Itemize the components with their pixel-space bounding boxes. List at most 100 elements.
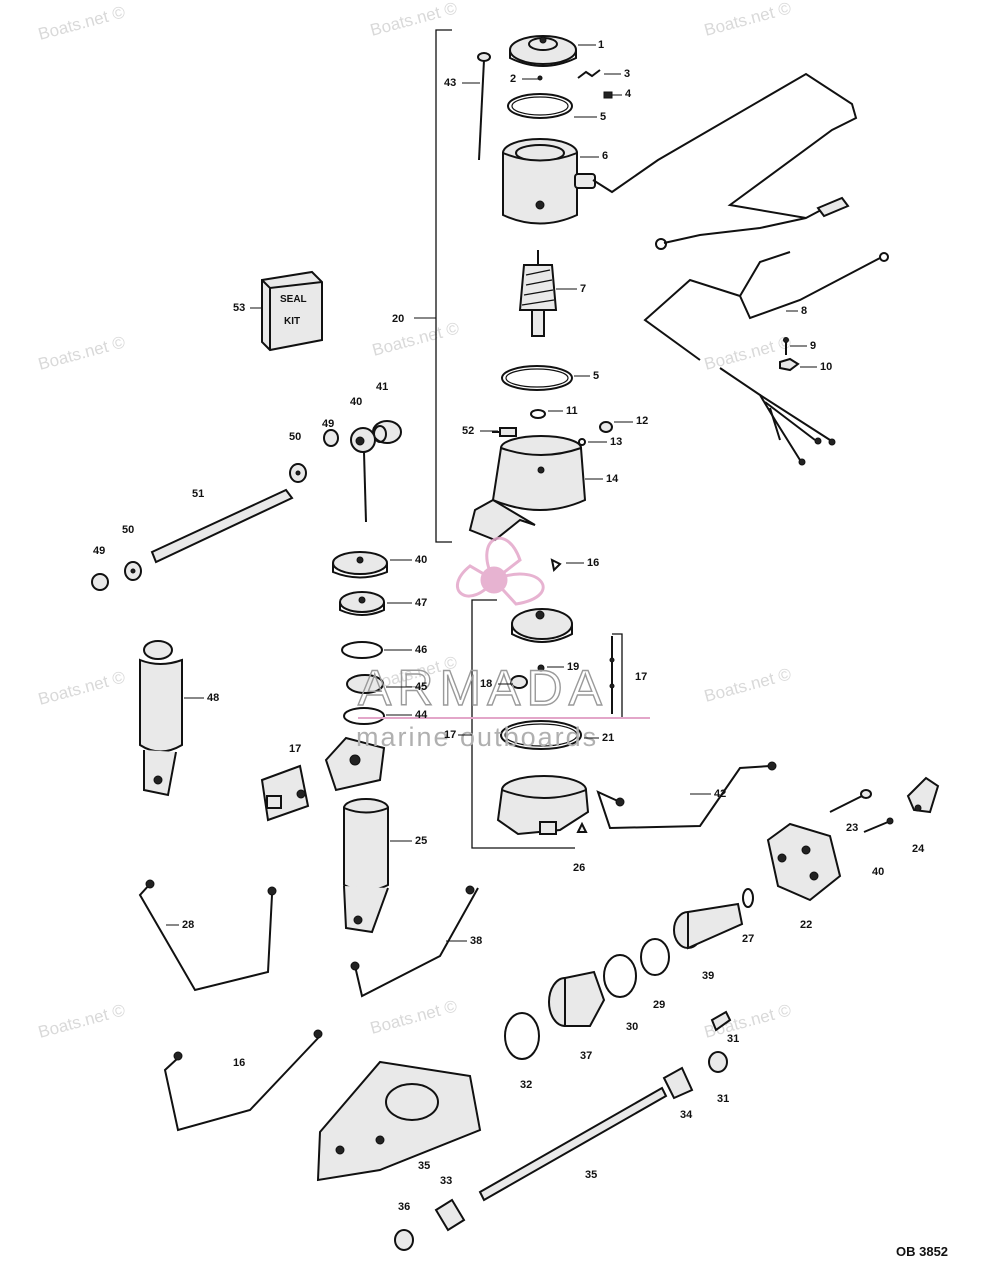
threaded-rod	[478, 1086, 668, 1202]
callout-label-2: 2	[510, 73, 516, 85]
pump-pin	[609, 636, 615, 714]
callout-label-17: 17	[444, 729, 456, 741]
pump-base	[496, 775, 590, 836]
callout-label-42: 42	[714, 788, 726, 800]
callout-label-10: 10	[820, 361, 832, 373]
callout-label-46: 46	[415, 644, 427, 656]
piston	[339, 591, 385, 616]
o-ring-31-lower	[504, 1012, 540, 1060]
hydraulic-line-c	[163, 1029, 323, 1132]
bracket-clip	[906, 776, 940, 814]
seal-kit-box: SEAL KIT	[261, 270, 323, 352]
tilt-cylinder	[343, 798, 389, 934]
callout-label-8: 8	[801, 305, 807, 317]
callout-label-35: 35	[418, 1160, 430, 1172]
callout-label-16: 16	[233, 1057, 245, 1069]
washer-upper	[289, 463, 307, 483]
callout-label-4: 4	[625, 88, 632, 100]
screw-small	[603, 91, 613, 99]
callout-label-33: 33	[440, 1175, 452, 1187]
callout-label-5: 5	[600, 111, 606, 123]
callout-label-50: 50	[122, 524, 134, 536]
check-plug	[510, 675, 528, 689]
armature	[518, 250, 558, 337]
watermark-text: Boats.net ©	[702, 0, 793, 40]
callout-label-14: 14	[606, 473, 619, 485]
check-ball	[537, 664, 545, 672]
callout-label-6: 6	[602, 150, 608, 162]
callout-label-28: 28	[182, 919, 194, 931]
bushing	[537, 75, 543, 81]
coupler	[530, 409, 546, 419]
pump-wire-harness	[643, 251, 889, 466]
callout-label-40: 40	[415, 554, 427, 566]
pump-reservoir	[468, 435, 587, 542]
plug-screw	[599, 421, 613, 433]
callout-label-17: 17	[635, 671, 647, 683]
o-ring-piston-a	[341, 641, 383, 659]
callout-label-20: 20	[392, 313, 404, 325]
callout-label-12: 12	[636, 415, 648, 427]
callout-label-50: 50	[289, 431, 301, 443]
o-ring-lower	[501, 365, 573, 391]
callout-label-18: 18	[480, 678, 492, 690]
watermark-text: Boats.net ©	[702, 664, 793, 706]
valve-housing	[260, 764, 310, 822]
o-ring-upper	[507, 93, 573, 119]
diagram-code: OB 3852	[896, 1244, 948, 1259]
callout-label-23: 23	[846, 822, 858, 834]
callout-label-48: 48	[207, 692, 219, 704]
mounting-bracket	[316, 1060, 482, 1182]
hydraulic-line-a	[138, 879, 277, 992]
callout-label-29: 29	[653, 999, 665, 1011]
callout-label-43: 43	[444, 77, 456, 89]
nut-34-left	[394, 1229, 414, 1251]
logo-sub-text: marine outboards	[356, 722, 598, 752]
cylinder-sleeve	[548, 970, 606, 1027]
watermark-text: Boats.net ©	[368, 0, 459, 40]
callout-label-45: 45	[415, 681, 427, 693]
callout-label-5: 5	[593, 370, 599, 382]
cylinder-mount	[324, 736, 386, 792]
callout-label-25: 25	[415, 835, 427, 847]
harness-clip	[779, 357, 800, 372]
small-o-ring	[578, 438, 586, 446]
reservoir-pin	[550, 558, 562, 573]
propeller-icon	[456, 536, 545, 606]
manual-release-line	[596, 761, 777, 830]
washer-lower	[124, 561, 142, 581]
motor-frame	[502, 138, 596, 225]
callout-label-40: 40	[872, 866, 884, 878]
manifold-block	[766, 822, 842, 902]
callout-label-36: 36	[398, 1201, 410, 1213]
callout-label-30: 30	[626, 1021, 638, 1033]
dipstick-screw	[477, 52, 491, 161]
watermark-text: Boats.net ©	[36, 667, 127, 709]
motor-end-cap	[509, 35, 577, 67]
watermark-text: Boats.net ©	[36, 2, 127, 44]
callout-label-16: 16	[587, 557, 599, 569]
reservoir-bolt	[492, 427, 517, 437]
callout-label-32: 32	[520, 1079, 532, 1091]
pivot-bushing-left	[434, 1198, 466, 1232]
armada-logo: ARMADA marine outboards	[356, 536, 650, 752]
callout-label-34: 34	[680, 1109, 693, 1121]
callout-label-49: 49	[93, 545, 105, 557]
callout-label-24: 24	[912, 843, 925, 855]
motor-wire-harness	[592, 72, 858, 250]
callout-label-44: 44	[415, 709, 428, 721]
nut-34-right	[708, 1051, 728, 1073]
callout-label-26: 26	[573, 862, 585, 874]
piston-cap	[332, 551, 388, 579]
callout-label-39: 39	[702, 970, 714, 982]
callout-label-22: 22	[800, 919, 812, 931]
callout-label-19: 19	[567, 661, 579, 673]
o-ring-30	[640, 938, 670, 976]
long-bolt	[829, 789, 872, 813]
pivot-shaft	[150, 488, 294, 564]
pump-body	[511, 608, 573, 643]
logo-main-text: ARMADA	[358, 660, 608, 716]
bushing-sleeve	[372, 420, 402, 444]
